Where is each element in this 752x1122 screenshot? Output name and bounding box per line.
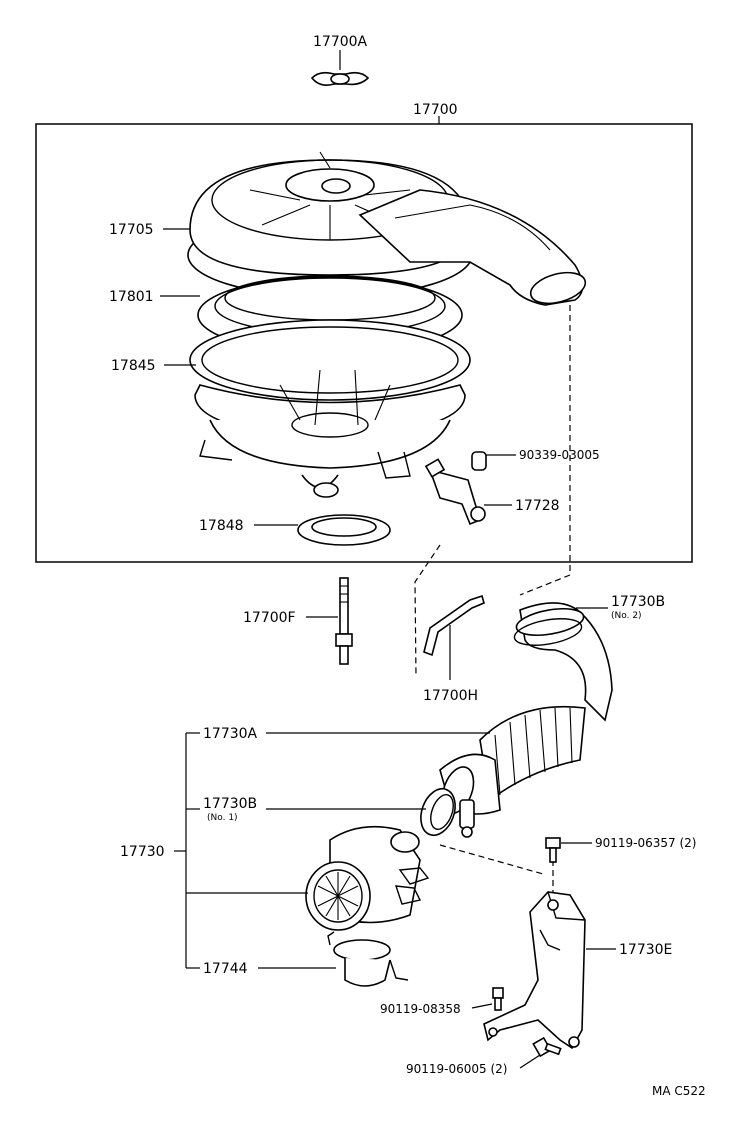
bolt-upper <box>545 837 561 863</box>
label-90339-03005: 90339-03005 <box>519 448 600 462</box>
elbow-duct <box>327 931 409 987</box>
vacuum-valve <box>424 451 487 526</box>
label-17730E: 17730E <box>619 942 672 958</box>
hose <box>423 594 485 657</box>
label-17801: 17801 <box>109 289 154 305</box>
note-17730B-no1: (No. 1) <box>207 813 238 823</box>
wing-nut <box>310 50 370 86</box>
label-17730A: 17730A <box>203 726 258 742</box>
note-17730B-no2: (No. 2) <box>611 611 642 621</box>
stud-bolt <box>335 577 353 665</box>
label-17744: 17744 <box>203 961 248 977</box>
label-17700F: 17700F <box>243 610 296 626</box>
air-cleaner-case <box>189 319 471 498</box>
bolt-lower <box>532 1036 562 1058</box>
label-17845: 17845 <box>111 358 156 374</box>
bolt-middle <box>492 987 504 1011</box>
intake-hose <box>439 602 613 815</box>
diagram-code: MA C522 <box>652 1084 706 1098</box>
label-17700A: 17700A <box>313 34 368 50</box>
label-90119-08358: 90119-08358 <box>380 1002 461 1016</box>
label-17728: 17728 <box>515 498 560 514</box>
label-17848: 17848 <box>199 518 244 534</box>
hose-clamp <box>420 787 475 838</box>
label-17700H: 17700H <box>423 688 478 704</box>
label-17730B-no2: 17730B <box>611 594 665 610</box>
label-17700: 17700 <box>413 102 458 118</box>
label-90119-06005: 90119-06005 (2) <box>406 1062 508 1076</box>
label-17730B-no1: 17730B <box>203 796 257 812</box>
label-17730: 17730 <box>120 844 165 860</box>
gasket <box>297 514 391 546</box>
label-90119-06357: 90119-06357 (2) <box>595 836 697 850</box>
label-17705: 17705 <box>109 222 154 238</box>
air-cleaner-cap <box>187 151 587 306</box>
resonator <box>305 825 430 931</box>
assembly-box <box>35 123 693 563</box>
mounting-bracket <box>483 891 586 1050</box>
